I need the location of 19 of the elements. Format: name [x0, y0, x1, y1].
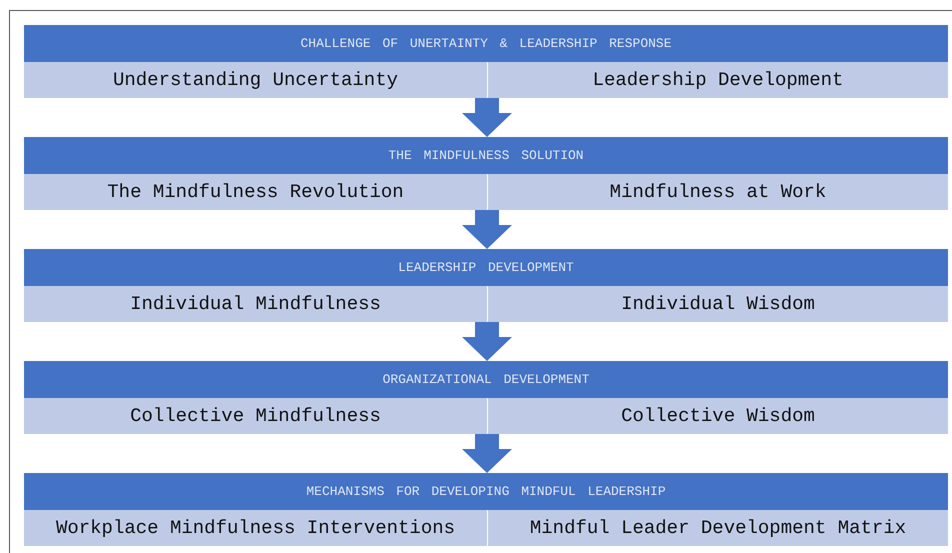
section-heading: ORGANIZATIONAL DEVELOPMENT: [24, 361, 948, 398]
section-heading: CHALLENGE OF UNERTAINTY & LEADERSHIP RESPONSE: [24, 25, 948, 62]
topic-cell: Workplace Mindfulness Interventions: [24, 510, 487, 546]
topic-cell: Understanding Uncertainty: [24, 62, 487, 98]
down-arrow: [462, 98, 512, 137]
topic-cell: Collective Wisdom: [488, 398, 948, 434]
topic-cell: The Mindfulness Revolution: [24, 174, 487, 210]
topic-cell: Collective Mindfulness: [24, 398, 487, 434]
topic-cell: Individual Mindfulness: [24, 286, 487, 322]
down-arrow: [462, 210, 512, 249]
topic-cell: Mindfulness at Work: [488, 174, 948, 210]
section-heading: MECHANISMS FOR DEVELOPING MINDFUL LEADERSHIP: [24, 473, 948, 510]
topic-cell: Leadership Development: [488, 62, 948, 98]
down-arrow: [462, 434, 512, 473]
topic-cell: Individual Wisdom: [488, 286, 948, 322]
down-arrow: [462, 322, 512, 361]
section-heading: THE MINDFULNESS SOLUTION: [24, 137, 948, 174]
section-heading: LEADERSHIP DEVELOPMENT: [24, 249, 948, 286]
topic-cell: Mindful Leader Development Matrix: [488, 510, 948, 546]
